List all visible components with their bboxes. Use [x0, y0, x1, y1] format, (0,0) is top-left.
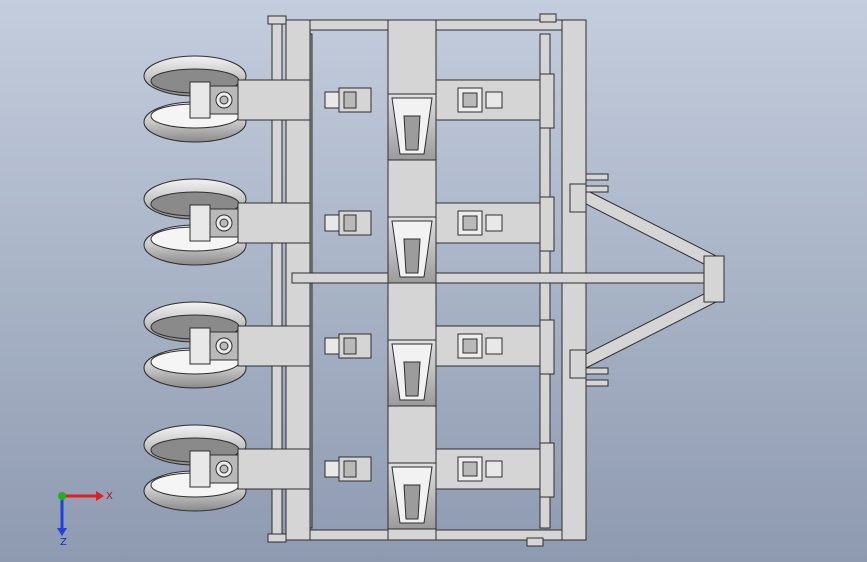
- row-unit-2[interactable]: [143, 178, 555, 284]
- triad-z-arrow-icon: [57, 528, 67, 536]
- metering-housing[interactable]: [435, 79, 547, 121]
- axle-end-cap-bottom[interactable]: [267, 533, 287, 543]
- wheel-bracket[interactable]: [189, 81, 211, 119]
- triad-x-label: X: [106, 491, 113, 502]
- metering-clip[interactable]: [485, 214, 503, 232]
- wheel-bracket[interactable]: [189, 450, 211, 488]
- frame-bolt-top[interactable]: [539, 13, 557, 23]
- metering-clip[interactable]: [485, 337, 503, 355]
- metering-spring-icon: [462, 215, 478, 231]
- metering-spring-icon: [462, 92, 478, 108]
- row-unit-1[interactable]: [143, 55, 555, 161]
- row-unit-4[interactable]: [143, 424, 555, 530]
- row-units[interactable]: [143, 55, 555, 530]
- axle-bolt-icon: [219, 218, 229, 228]
- linkage-left-spring: [343, 214, 357, 232]
- row-unit-3[interactable]: [143, 301, 555, 407]
- hopper-funnel-throat: [403, 238, 421, 274]
- metering-clip[interactable]: [485, 91, 503, 109]
- hopper-funnel-throat: [403, 361, 421, 397]
- linkage-left-spring: [343, 91, 357, 109]
- linkage-left-clip[interactable]: [324, 460, 340, 478]
- linkage-left-clip[interactable]: [324, 91, 340, 109]
- metering-spring-icon: [462, 338, 478, 354]
- row-mount-bracket[interactable]: [539, 319, 555, 375]
- wheel-arm[interactable]: [237, 325, 311, 367]
- axle-bolt-icon: [219, 464, 229, 474]
- linkage-left-clip[interactable]: [324, 214, 340, 232]
- wheel-nut-plate[interactable]: [209, 208, 239, 238]
- hitch-pin-clip-bottom-b[interactable]: [585, 379, 609, 387]
- wheel-bracket[interactable]: [189, 204, 211, 242]
- frame-bolt-bottom[interactable]: [526, 537, 544, 547]
- wheel-arm[interactable]: [237, 79, 311, 121]
- metering-clip[interactable]: [485, 460, 503, 478]
- wheel-arm[interactable]: [237, 202, 311, 244]
- metering-spring-icon: [462, 461, 478, 477]
- linkage-left-clip[interactable]: [324, 337, 340, 355]
- wheel-arm[interactable]: [237, 448, 311, 490]
- hitch-pin-clip-top-b[interactable]: [585, 185, 609, 193]
- axle-end-cap-top[interactable]: [267, 15, 287, 25]
- hopper-funnel-throat: [403, 115, 421, 151]
- row-mount-bracket[interactable]: [539, 196, 555, 252]
- wheel-bracket[interactable]: [189, 327, 211, 365]
- row-mount-bracket[interactable]: [539, 73, 555, 129]
- triad-y-axis-dot-icon: [58, 492, 66, 500]
- hitch-top-link-bracket[interactable]: [703, 255, 725, 303]
- coordinate-triad: X Z: [57, 491, 113, 548]
- axle-bolt-icon: [219, 341, 229, 351]
- hitch-pin-clip-bottom-a[interactable]: [585, 367, 609, 375]
- hitch-pin-clip-top-a[interactable]: [585, 173, 609, 181]
- hitch-lower-pin-top[interactable]: [569, 183, 587, 213]
- drive-shaft[interactable]: [291, 272, 723, 284]
- row-mount-bracket[interactable]: [539, 442, 555, 498]
- linkage-left-spring: [343, 337, 357, 355]
- triad-z-label: Z: [60, 537, 67, 548]
- hitch-lower-pin-bottom[interactable]: [569, 349, 587, 379]
- triad-x-arrow-icon: [96, 491, 104, 501]
- axle-bolt-icon: [219, 95, 229, 105]
- linkage-left-spring: [343, 460, 357, 478]
- three-point-hitch[interactable]: [569, 173, 725, 387]
- hopper-funnel-throat: [403, 484, 421, 520]
